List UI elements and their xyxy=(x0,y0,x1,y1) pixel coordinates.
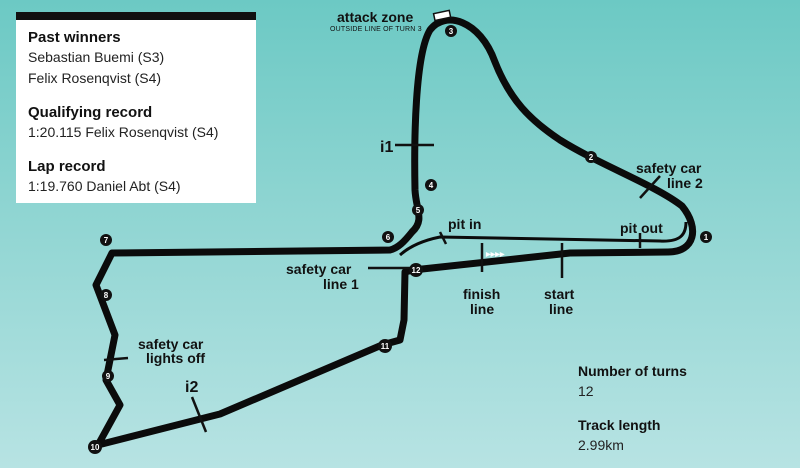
attack-zone-sublabel: OUTSIDE LINE OF TURN 3 xyxy=(330,26,422,33)
safety-car-lights-off-marker xyxy=(103,356,129,362)
pit-out-label: pit out xyxy=(620,220,663,236)
number-of-turns-value: 12 xyxy=(578,383,594,399)
safety-car-line-2-marker xyxy=(639,175,661,199)
turn-3-marker: 3 xyxy=(445,25,457,37)
safety-car-line-2-label: safety car xyxy=(636,160,702,176)
track-length-value: 2.99km xyxy=(578,437,624,453)
safety-car-line-1-label: safety car xyxy=(286,261,352,277)
pit-in-label: pit in xyxy=(448,216,481,232)
direction-arrows: ▶▶▶▶ xyxy=(485,251,505,258)
finish-line-label: line xyxy=(470,301,494,317)
turn-1-marker: 1 xyxy=(700,231,712,243)
turn-10-number: 10 xyxy=(91,443,100,452)
lap-record-title: Lap record xyxy=(28,158,106,175)
turn-1-number: 1 xyxy=(704,233,709,242)
attack-zone-marker xyxy=(432,9,452,22)
attack-zone-label: attack zone xyxy=(337,9,413,25)
qualifying-record-title: Qualifying record xyxy=(28,104,153,121)
qualifying-record-value: 1:20.115 Felix Rosenqvist (S4) xyxy=(28,124,219,140)
turn-2-number: 2 xyxy=(589,153,594,162)
turn-6-marker: 6 xyxy=(382,231,394,243)
info-panel: Past winners Sebastian Buemi (S3) Felix … xyxy=(16,12,256,203)
turn-2-marker: 2 xyxy=(585,151,597,163)
turn-5-marker: 5 xyxy=(412,204,424,216)
safety-car-lights-off-label: safety car xyxy=(138,336,204,352)
safety-car-line-2-label: line 2 xyxy=(667,175,703,191)
turn-8-marker: 8 xyxy=(100,289,112,301)
lap-record-value: 1:19.760 Daniel Abt (S4) xyxy=(28,178,181,194)
turn-4-number: 4 xyxy=(429,181,434,190)
safety-car-lights-off-label: lights off xyxy=(146,350,205,366)
turn-3-number: 3 xyxy=(449,27,454,36)
turn-11-marker: 11 xyxy=(378,339,392,353)
turn-6-number: 6 xyxy=(386,233,391,242)
turn-9-number: 9 xyxy=(106,372,111,381)
turn-12-marker: 12 xyxy=(409,263,423,277)
track-stats: Number of turns 12 Track length 2.99km xyxy=(578,362,687,456)
turn-11-number: 11 xyxy=(381,342,390,351)
turn-5-number: 5 xyxy=(416,206,421,215)
turn-10-marker: 10 xyxy=(88,440,102,454)
turn-12-number: 12 xyxy=(412,266,421,275)
pit-in-marker xyxy=(438,231,448,245)
track-length-title: Track length xyxy=(578,417,661,433)
track-path xyxy=(92,16,696,449)
i2-label: i2 xyxy=(185,379,198,396)
turn-9-marker: 9 xyxy=(102,370,114,382)
i2-marker xyxy=(190,396,208,433)
start-line-label: start xyxy=(544,286,575,302)
i1-label: i1 xyxy=(380,139,393,156)
start-line-label: line xyxy=(549,301,573,317)
past-winner: Sebastian Buemi (S3) xyxy=(28,49,165,65)
number-of-turns-title: Number of turns xyxy=(578,363,687,379)
turn-7-marker: 7 xyxy=(100,234,112,246)
pit-lane xyxy=(398,221,688,257)
turn-8-number: 8 xyxy=(104,291,109,300)
finish-line-label: finish xyxy=(463,286,500,302)
turn-4-marker: 4 xyxy=(425,179,437,191)
past-winners-title: Past winners xyxy=(28,29,121,46)
safety-car-line-1-label: line 1 xyxy=(323,276,359,292)
past-winner: Felix Rosenqvist (S4) xyxy=(28,70,162,86)
turn-7-number: 7 xyxy=(104,236,109,245)
